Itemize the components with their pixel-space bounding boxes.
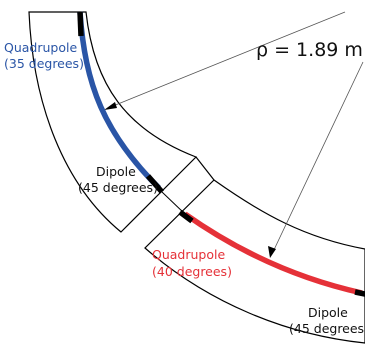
dipole-lower-angle: (45 degrees) (289, 321, 365, 336)
beamline-edge-upper (195, 156, 215, 181)
radius-arrowhead-lower (268, 246, 276, 258)
quad-lower-angle: (40 degrees) (152, 264, 232, 279)
quadrupole-lower-arc (183, 211, 363, 296)
quadrupole-lower-cap-right (354, 289, 365, 297)
quadrupole-upper-cap-bottom (145, 174, 165, 194)
radius-line-lower (271, 61, 364, 255)
quad-lower-name: Quadrupole (152, 247, 225, 262)
upper-dipole-outline (28, 11, 198, 233)
radius-line-upper (107, 11, 346, 109)
rho-label: ρ = 1.89 m (256, 39, 363, 61)
quadrupole-upper-arc (77, 11, 161, 190)
quadrupole-lower-cap-left (178, 209, 194, 224)
dipole-upper-angle: (45 degrees) (78, 180, 158, 195)
quad-upper-name: Quadrupole (4, 40, 77, 55)
dipole-upper-name: Dipole (96, 164, 136, 179)
dipole-lower-name: Dipole (308, 305, 348, 320)
quad-upper-angle: (35 degrees) (4, 56, 84, 71)
drift-connector (161, 191, 186, 215)
quadrupole-upper-cap-top (77, 11, 84, 37)
radius-arrowhead-upper (104, 102, 117, 110)
